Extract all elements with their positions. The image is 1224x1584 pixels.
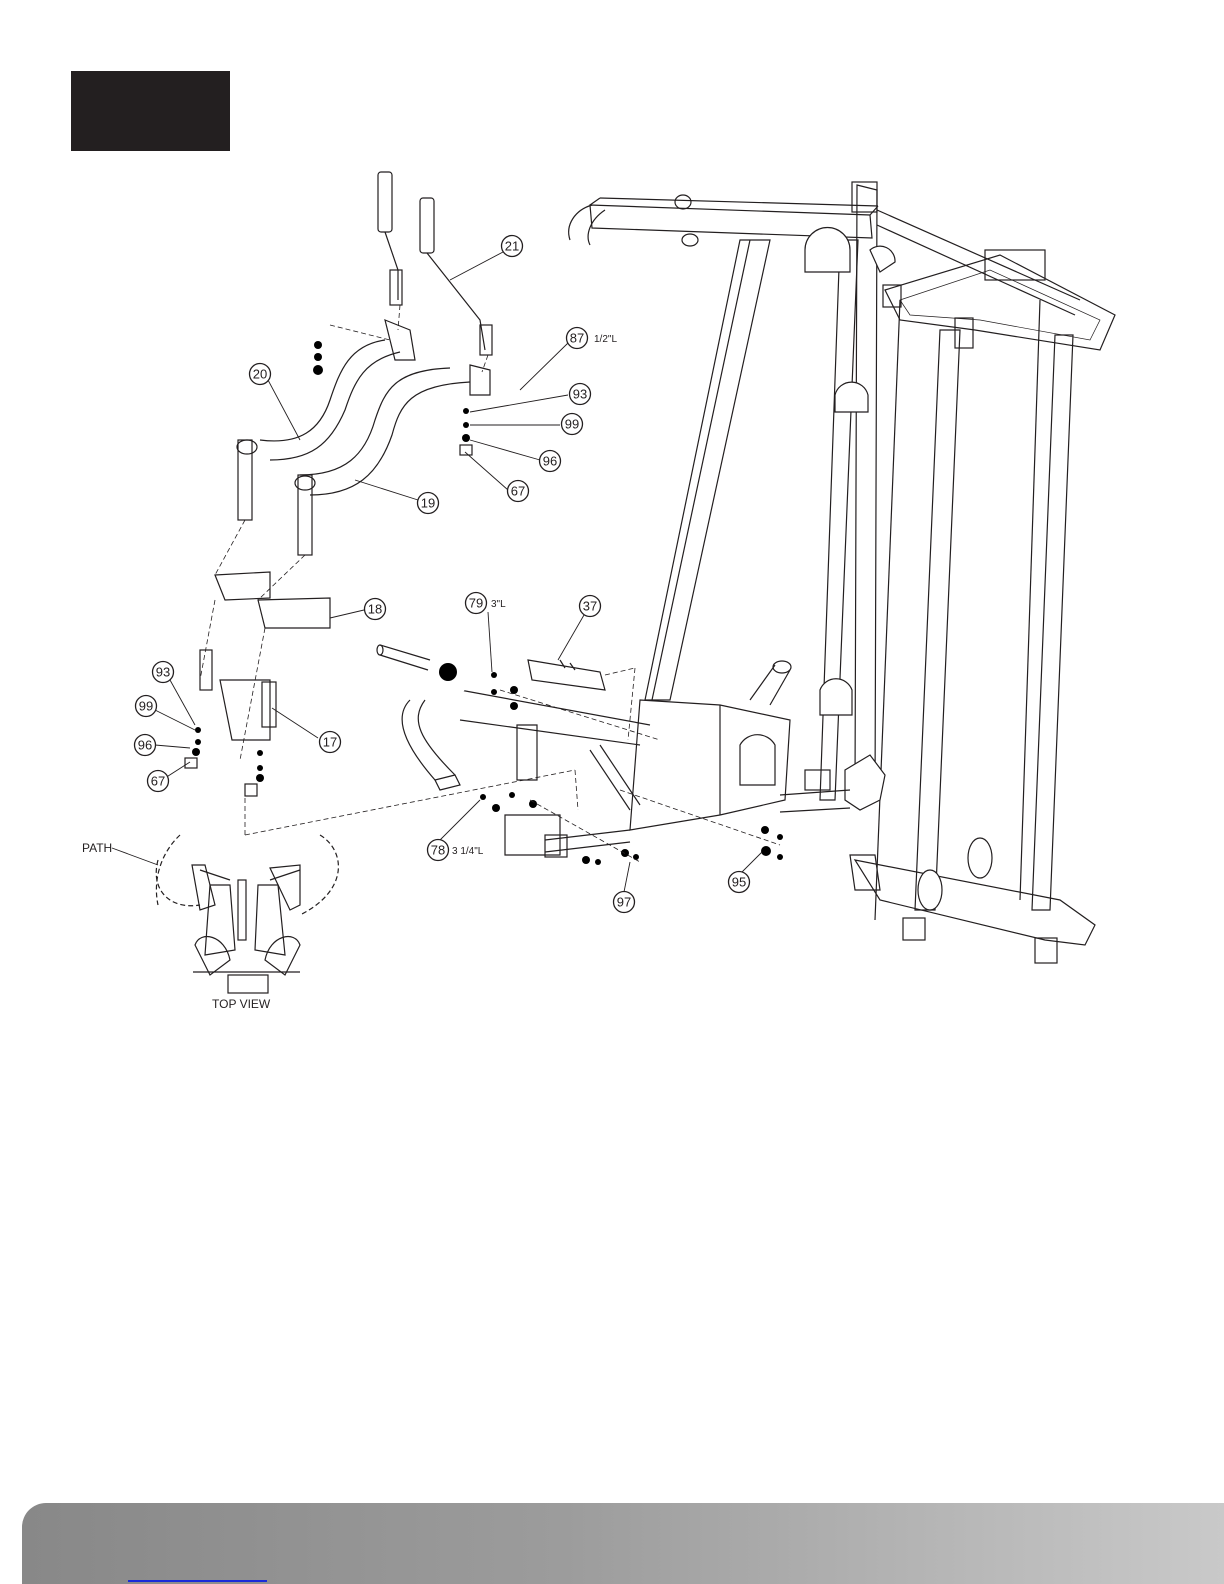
svg-text:79: 79 <box>469 596 483 611</box>
svg-text:93: 93 <box>156 665 170 680</box>
svg-text:99: 99 <box>565 417 579 432</box>
svg-text:93: 93 <box>573 387 587 402</box>
callout-93-lower: 93 <box>153 662 174 683</box>
callout-19: 19 <box>418 493 439 514</box>
svg-text:19: 19 <box>421 496 435 511</box>
svg-text:78: 78 <box>431 843 445 858</box>
callout-79: 79 <box>466 593 487 614</box>
svg-text:21: 21 <box>505 239 519 254</box>
path-label: PATH <box>82 841 112 855</box>
callout-97: 97 <box>614 892 635 913</box>
callout-21: 21 <box>502 236 523 257</box>
callout-20: 20 <box>250 364 271 385</box>
dimension-78: 3 1/4"L <box>452 846 484 857</box>
callout-87: 87 <box>567 328 588 349</box>
svg-text:67: 67 <box>151 774 165 789</box>
callout-96-lower: 96 <box>135 735 156 756</box>
exploded-assembly-diagram: 21 87 1/2"L 20 93 99 96 67 19 18 79 3"L … <box>0 0 1224 1060</box>
top-view-label: TOP VIEW <box>212 997 271 1011</box>
dimension-79: 3"L <box>491 599 506 610</box>
svg-text:18: 18 <box>368 602 382 617</box>
callout-99-upper: 99 <box>562 414 583 435</box>
svg-text:20: 20 <box>253 367 267 382</box>
callout-18: 18 <box>365 599 386 620</box>
svg-text:95: 95 <box>732 875 746 890</box>
callout-17: 17 <box>320 732 341 753</box>
callout-leaders <box>112 252 762 892</box>
footer-bar <box>22 1503 1224 1584</box>
svg-text:96: 96 <box>543 454 557 469</box>
callout-67-lower: 67 <box>148 771 169 792</box>
callout-95: 95 <box>729 872 750 893</box>
callout-96-upper: 96 <box>540 451 561 472</box>
footer-link-underline[interactable] <box>128 1580 267 1582</box>
callout-37: 37 <box>580 596 601 617</box>
svg-text:37: 37 <box>583 599 597 614</box>
svg-text:67: 67 <box>511 484 525 499</box>
svg-text:87: 87 <box>570 331 584 346</box>
svg-text:97: 97 <box>617 895 631 910</box>
main-frame <box>377 182 1115 963</box>
callout-67-upper: 67 <box>508 481 529 502</box>
svg-text:96: 96 <box>138 738 152 753</box>
callout-78: 78 <box>428 840 449 861</box>
top-view-inset <box>156 835 338 993</box>
svg-text:99: 99 <box>139 699 153 714</box>
callout-99-lower: 99 <box>136 696 157 717</box>
svg-text:17: 17 <box>323 735 337 750</box>
arm-assembly <box>185 172 783 865</box>
dimension-87: 1/2"L <box>594 334 617 345</box>
callout-93-upper: 93 <box>570 384 591 405</box>
